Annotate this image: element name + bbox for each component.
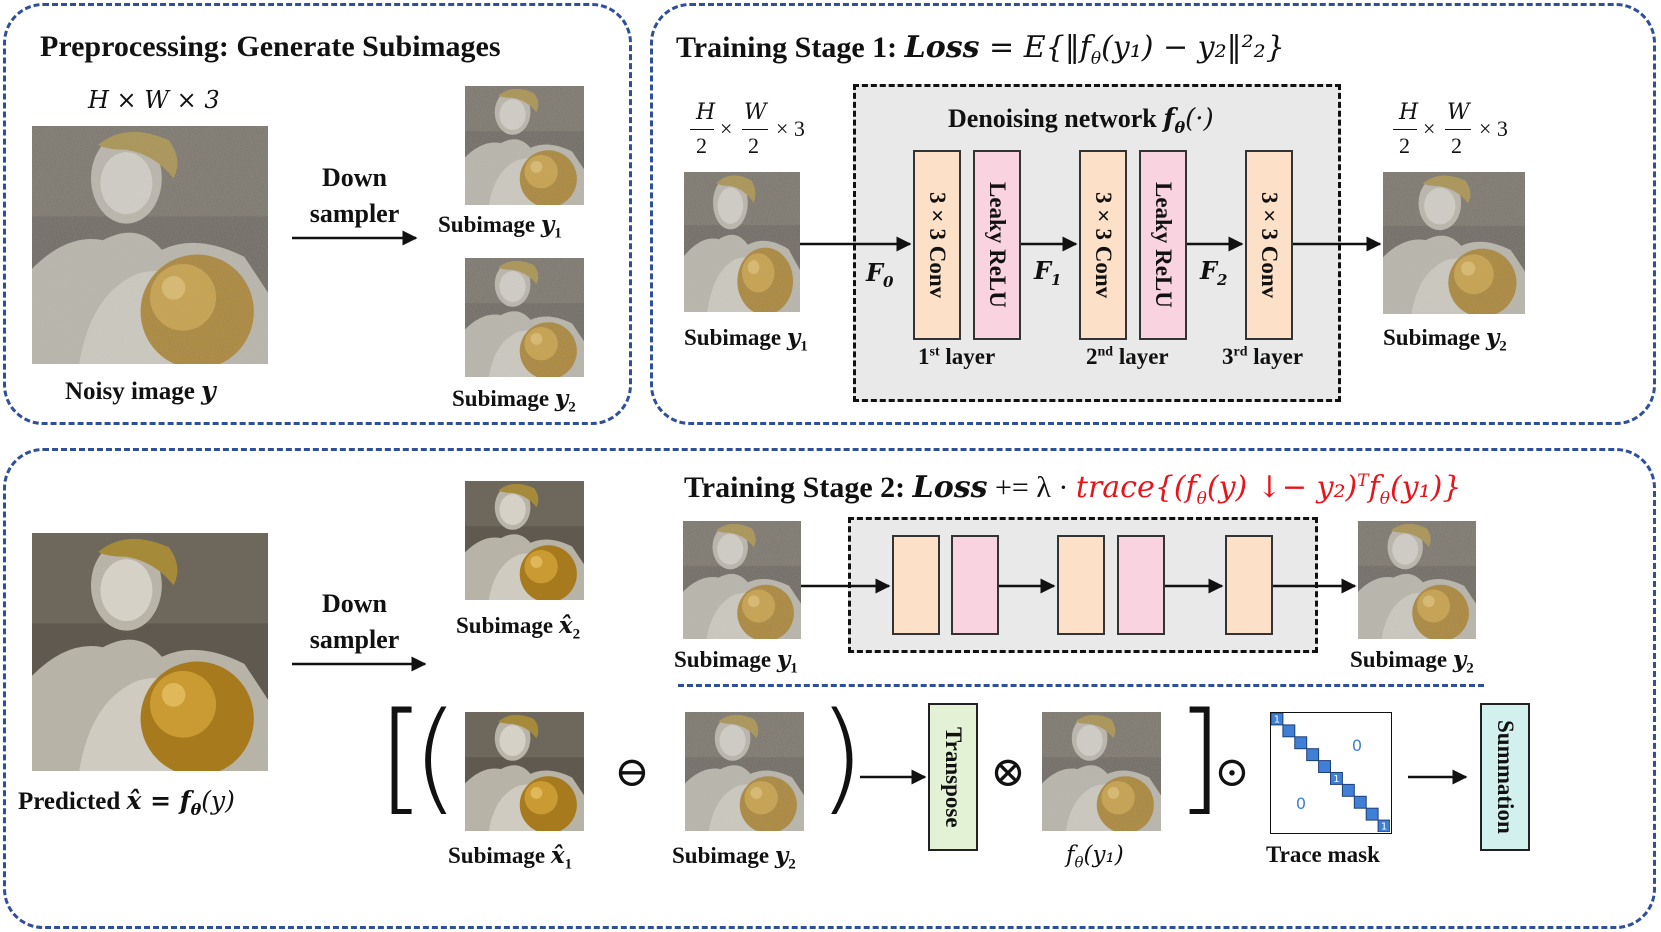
stage2-input-label: Subimage y1 <box>674 646 798 677</box>
noisy-image <box>32 126 268 364</box>
minus-operator: ⊖ <box>614 750 650 796</box>
s2-layer2-conv <box>1057 535 1105 635</box>
mask-zero-label: 0 <box>1352 736 1362 755</box>
feature-f2: F2 <box>1200 256 1228 289</box>
feature-f0: F0 <box>866 258 894 291</box>
preprocessing-title: Preprocessing: Generate Subimages <box>40 30 501 63</box>
stage1-input-image <box>684 172 800 312</box>
layer1-conv: 3×3 Conv <box>913 150 961 340</box>
left-square-bracket: [ <box>378 688 425 827</box>
noisy-image-label: Noisy image y <box>65 376 216 405</box>
layer1-name: 1st layer <box>918 344 996 369</box>
stage2-output-image <box>1358 521 1476 639</box>
trace-mask: 1 1 1 0 0 <box>1270 712 1392 834</box>
mask-one-label: 1 <box>1381 822 1387 832</box>
right-paren: ) <box>818 688 865 827</box>
f-y1-image <box>1042 712 1161 831</box>
summation-box: Summation <box>1480 703 1530 851</box>
subimage-xhat2-label: Subimage x̂2 <box>456 612 581 643</box>
right-square-bracket: ] <box>1176 688 1223 827</box>
mask-diagonal-cell <box>1294 736 1308 750</box>
mask-one-label: 1 <box>1274 715 1280 726</box>
preprocessing-panel <box>3 3 632 425</box>
f-y1-label: fθ(y₁) <box>1066 842 1124 872</box>
s2-layer1-conv <box>892 535 940 635</box>
stage2-output-label: Subimage y2 <box>1350 646 1474 677</box>
predicted-label: Predicted x̂ = fθ(y) <box>18 786 235 819</box>
layer2-conv: 3×3 Conv <box>1079 150 1127 340</box>
subimage-y1-preview <box>465 86 584 205</box>
stage1-panel <box>650 3 1656 425</box>
stage1-output-label: Subimage y2 <box>1383 324 1507 355</box>
stage1-title: Training Stage 1: Loss = E{‖fθ(y₁) − y₂‖… <box>676 30 1285 69</box>
network-title: Denoising network fθ(·) <box>948 104 1214 138</box>
dims-label: H × W × 3 <box>88 86 220 114</box>
stage1-output-image <box>1383 172 1525 314</box>
mask-diagonal-cell <box>1318 760 1331 773</box>
left-paren: ( <box>412 688 459 827</box>
feature-f1: F1 <box>1034 256 1062 289</box>
layer2-name: 2nd layer <box>1086 344 1169 369</box>
mask-diagonal-cell <box>1353 795 1367 809</box>
mask-zero-label: 0 <box>1296 794 1306 813</box>
subimage-xhat1-label: Subimage x̂1 <box>448 842 573 873</box>
layer3-name: 3rd layer <box>1222 344 1304 369</box>
dot-operator: ⊙ <box>1214 750 1250 796</box>
stage2-title: Training Stage 2: Loss += λ · trace{(fθ(… <box>684 470 1462 509</box>
stage2-divider <box>678 684 1484 687</box>
mask-one-label: 1 <box>1333 774 1339 785</box>
s2-layer3-conv <box>1225 535 1273 635</box>
mask-diagonal-cell <box>1270 712 1284 726</box>
stage2-panel <box>3 448 1656 929</box>
mask-diagonal-cell <box>1330 772 1343 785</box>
subimage-y2-preview <box>465 258 584 377</box>
layer3-conv: 3×3 Conv <box>1245 150 1293 340</box>
subimage-y2-label: Subimage y2 <box>452 385 576 416</box>
times-operator: ⊗ <box>990 750 1026 796</box>
layer1-relu: Leaky ReLU <box>973 150 1021 340</box>
mask-diagonal-cell <box>1282 724 1296 738</box>
subimage-y1-label: Subimage y1 <box>438 211 562 242</box>
subimage-y2-image <box>685 712 804 831</box>
layer2-relu: Leaky ReLU <box>1139 150 1187 340</box>
trace-mask-label: Trace mask <box>1266 842 1380 867</box>
mask-diagonal-cell <box>1365 807 1379 821</box>
subimage-y2-bottom-label: Subimage y2 <box>672 842 796 873</box>
stage2-input-image <box>683 521 801 639</box>
mask-diagonal-cell <box>1306 748 1320 762</box>
transpose-box: Transpose <box>928 703 978 851</box>
s2-layer2-relu <box>1117 535 1165 635</box>
stage1-input-label: Subimage y1 <box>684 324 808 355</box>
s2-layer1-relu <box>951 535 999 635</box>
mask-diagonal-cell <box>1341 783 1355 797</box>
